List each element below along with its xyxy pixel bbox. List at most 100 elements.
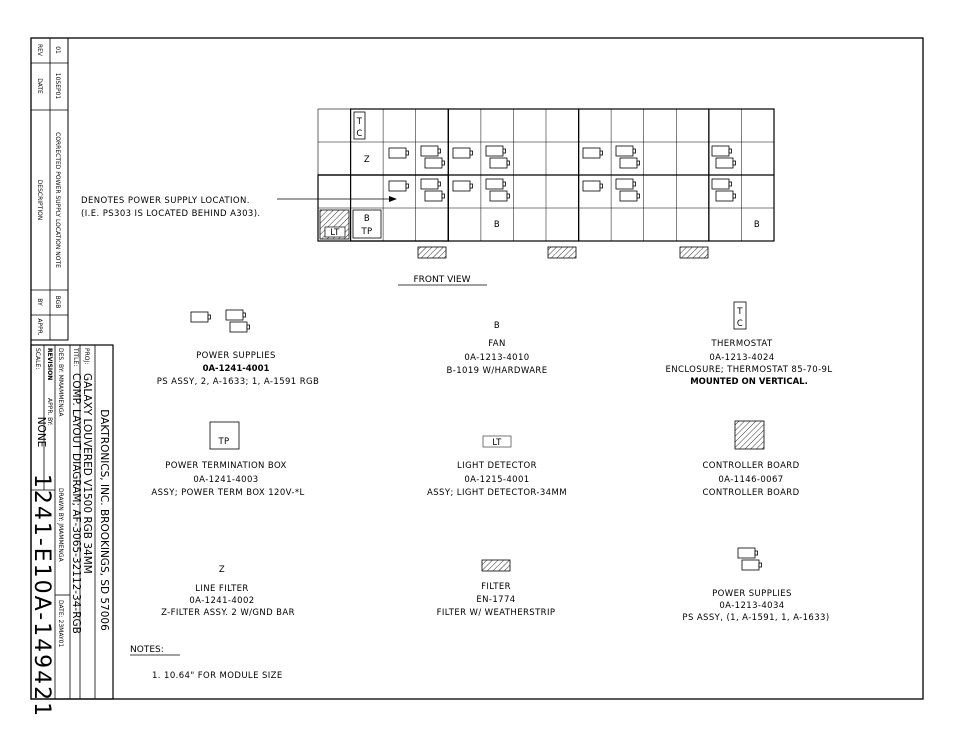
lt-label: LT (330, 228, 340, 238)
legend-desc: B-1019 W/HARDWARE (447, 366, 548, 376)
tc-t-label: T (356, 117, 363, 127)
legend-power-supplies-2x1: POWER SUPPLIES 0A-1241-4001 PS ASSY, 2, … (157, 309, 320, 387)
legend-extra: MOUNTED ON VERTICAL. (690, 377, 808, 387)
by-header: BY (36, 298, 43, 306)
fan-label: B (494, 220, 500, 230)
legend-part: 0A-1241-4001 (203, 364, 270, 374)
legend-name: LINE FILTER (195, 584, 249, 594)
legend-part: 0A-1213-4010 (464, 353, 529, 363)
notes: NOTES: 1. 10.64" FOR MODULE SIZE (130, 645, 283, 681)
appr-header: APPR. (36, 318, 43, 335)
revision-label: REVISION (46, 348, 53, 380)
tp-label: TP (360, 227, 372, 237)
lt-label: LT (492, 438, 502, 448)
power-supply-icon (737, 547, 758, 559)
legend-name: POWER TERMINATION BOX (165, 461, 287, 471)
controller-board-symbol (734, 420, 765, 450)
thermostat-symbol (733, 301, 747, 330)
power-supply-icon (190, 311, 211, 323)
legend-desc: CONTROLLER BOARD (702, 488, 799, 498)
scale-value: NONE (35, 417, 47, 448)
legend-name: FILTER (481, 582, 511, 592)
legend-name: POWER SUPPLIES (712, 589, 792, 599)
thermostat-symbol (353, 111, 366, 140)
approved-by: APPR. BY: (46, 398, 53, 426)
legend-desc: PS ASSY, 2, A-1633; 1, A-1591 RGB (157, 377, 320, 387)
power-termination-symbol (209, 421, 240, 450)
legend-desc: FILTER W/ WEATHERSTRIP (437, 608, 556, 618)
legend-desc: ENCLOSURE; THERMOSTAT 85-70-9L (665, 365, 832, 375)
legend-part: 0A-1146-0067 (718, 475, 783, 485)
tc-c-label: C (356, 129, 362, 139)
date-header: DATE (36, 78, 43, 94)
legend-part: 0A-1213-4034 (719, 601, 784, 611)
legend-part: 0A-1215-4001 (464, 475, 529, 485)
drawn-by: DRAWN BY: JMAMMENGA (57, 488, 64, 563)
power-supply-icon (229, 321, 250, 333)
title-label: TITLE: (72, 347, 79, 366)
legend-controller-board: CONTROLLER BOARD 0A-1146-0067 CONTROLLER… (702, 420, 799, 498)
legend-line-filter: Z LINE FILTER 0A-1241-4002 Z-FILTER ASSY… (161, 565, 295, 618)
fan-label: B (754, 220, 760, 230)
by-value: BGB (54, 296, 61, 309)
legend-desc: ASSY; LIGHT DETECTOR-34MM (427, 488, 567, 498)
legend-part: 0A-1213-4024 (709, 353, 774, 363)
legend-name: LIGHT DETECTOR (457, 461, 537, 471)
line-filter-label: Z (364, 155, 370, 165)
callout-line-2: (I.E. PS303 IS LOCATED BEHIND A303). (81, 209, 261, 219)
rev-value: 01 (54, 46, 61, 54)
legend-part: EN-1774 (476, 595, 515, 605)
legend-name: FAN (488, 339, 505, 349)
scale-label: SCALE: (34, 348, 41, 369)
power-supply-icon (225, 309, 246, 321)
drawing-date: DATE: 23MAY01 (57, 600, 64, 647)
legend-filter: FILTER EN-1774 FILTER W/ WEATHERSTRIP (437, 559, 556, 618)
project-name: GALAXY LOUVERED V1500 RGB 34MM (81, 373, 93, 574)
designed-by-label: DES. BY: MMAMMENGA (57, 348, 64, 417)
power-supply-group (388, 178, 736, 202)
front-view-grid: T C Z LT B TP B B (81, 108, 775, 286)
legend-power-supplies-1x1: POWER SUPPLIES 0A-1213-4034 PS ASSY, (1,… (682, 547, 829, 623)
legend-part: 0A-1241-4002 (189, 596, 254, 606)
drawing-title: COMP. LAYOUT DIAGRAM; AF-3065-32112-34-R… (70, 373, 82, 634)
tc-c-label: C (737, 319, 743, 329)
line-filter-symbol: Z (219, 565, 225, 575)
legend-name: POWER SUPPLIES (196, 351, 276, 361)
callout-line-1: DENOTES POWER SUPPLY LOCATION. (81, 196, 250, 206)
filter-symbol (417, 246, 447, 259)
description-header: DESCRIPTION (36, 180, 43, 221)
legend-thermostat: T C THERMOSTAT 0A-1213-4024 ENCLOSURE; T… (665, 301, 832, 387)
legend: POWER SUPPLIES 0A-1241-4001 PS ASSY, 2, … (151, 301, 832, 623)
rev-header: REV (36, 44, 43, 57)
tp-label: TP (217, 437, 229, 447)
power-termination-symbol (352, 209, 382, 239)
legend-desc: Z-FILTER ASSY. 2 W/GND BAR (161, 608, 295, 618)
callout-arrowhead (389, 196, 397, 202)
fan-symbol: B (494, 321, 500, 331)
legend-light-detector: LT LIGHT DETECTOR 0A-1215-4001 ASSY; LIG… (427, 435, 567, 498)
legend-desc: ASSY; POWER TERM BOX 120V-*L (151, 488, 304, 498)
description-value: CORRECTED POWER SUPPLY LOCATION NOTE (54, 132, 61, 268)
company-name: DAKTRONICS, INC. BROOKINGS, SD 57006 (98, 409, 110, 631)
revision-block: REV DATE DESCRIPTION BY APPR. 01 10SEP01… (30, 37, 69, 341)
legend-fan: B FAN 0A-1213-4010 B-1019 W/HARDWARE (447, 321, 548, 376)
fan-label: B (364, 214, 370, 224)
power-supply-icon (741, 559, 762, 571)
legend-power-termination-box: TP POWER TERMINATION BOX 0A-1241-4003 AS… (151, 421, 304, 498)
legend-name: THERMOSTAT (710, 339, 773, 349)
legend-desc: PS ASSY, (1, A-1591, 1, A-1633) (682, 613, 829, 623)
project-label: PROJ: (83, 348, 90, 364)
notes-heading: NOTES: (130, 645, 164, 655)
title-block: DAKTRONICS, INC. BROOKINGS, SD 57006 PRO… (29, 344, 114, 718)
drawing-number: 1241-E10A-149421 (29, 474, 54, 718)
filter-symbol (547, 246, 577, 259)
front-view-label: FRONT VIEW (413, 275, 470, 285)
legend-name: CONTROLLER BOARD (702, 461, 799, 471)
filter-symbol (481, 559, 511, 572)
light-detector-symbol (324, 226, 346, 238)
power-supply-group (388, 145, 736, 169)
note-item: 1. 10.64" FOR MODULE SIZE (152, 671, 283, 681)
light-detector-symbol (482, 435, 512, 448)
tc-t-label: T (736, 307, 743, 317)
